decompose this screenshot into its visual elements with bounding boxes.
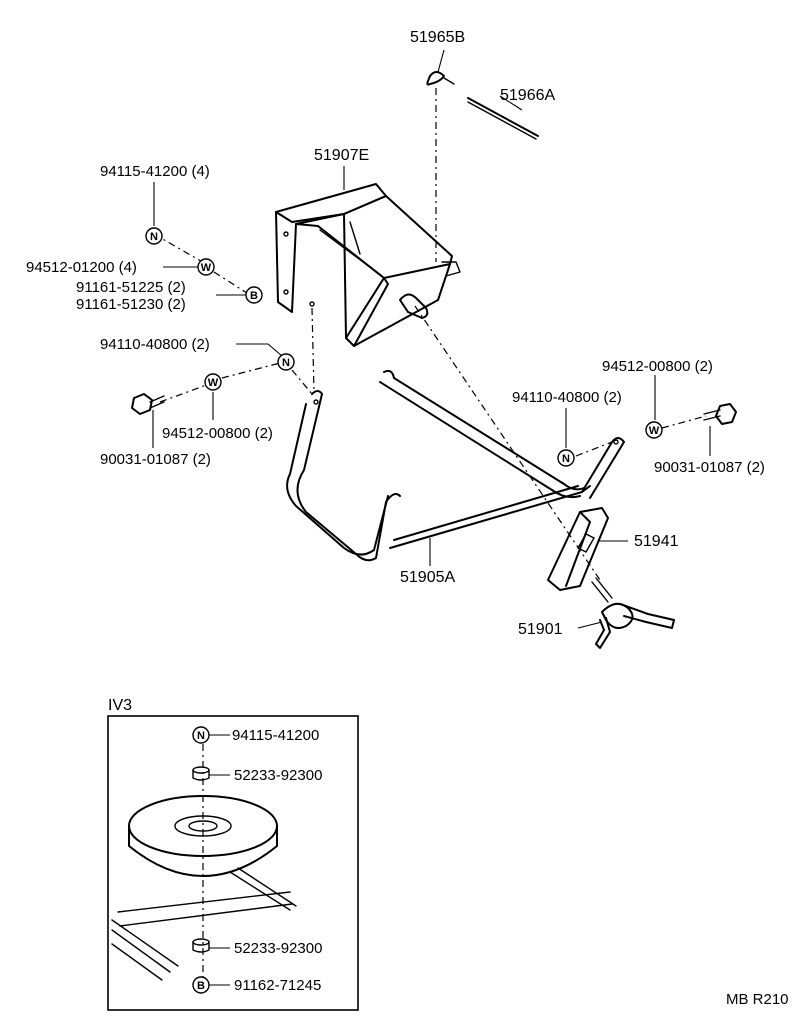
- nut-icon: N: [145, 227, 163, 245]
- washer-icon: W: [197, 258, 215, 276]
- inset-iv3: IV3 N: [107, 697, 359, 1011]
- spare-tire: [128, 795, 278, 877]
- leader-lines: [152, 49, 711, 629]
- inset-frame: [107, 715, 359, 1011]
- label-51966A: 51966A: [500, 87, 555, 104]
- fastener-symbols: N W B N W W N: [145, 227, 663, 467]
- label-94110-40800-left: 94110-40800 (2): [100, 336, 210, 353]
- cushion-bottom: [192, 938, 210, 953]
- label-94110-40800-right: 94110-40800 (2): [512, 389, 622, 406]
- label-94512-01200: 94512-01200 (4): [26, 259, 137, 276]
- inset-title: IV3: [108, 697, 132, 714]
- symbol-letter: W: [208, 377, 219, 389]
- washer-icon: W: [204, 373, 222, 391]
- footer-code: MB R210: [726, 991, 789, 1008]
- bracket-frame-51905A: [286, 369, 625, 562]
- nut-icon: N: [557, 449, 575, 467]
- symbol-letter: B: [250, 290, 258, 302]
- symbol-letter: W: [649, 425, 660, 437]
- label-94115-41200: 94115-41200 (4): [100, 163, 210, 180]
- symbol-letter: N: [562, 453, 570, 465]
- symbol-letter: W: [201, 262, 212, 274]
- label-51901: 51901: [518, 621, 563, 638]
- label-94115-41200-inset: 94115-41200: [232, 727, 319, 744]
- label-51907E: 51907E: [314, 147, 369, 164]
- rod-51966A: [467, 97, 539, 140]
- bolt-icon: B: [245, 286, 263, 304]
- assembly-centerlines: [153, 88, 707, 581]
- cushion-top: [192, 766, 210, 781]
- clip-51965B: [426, 71, 455, 86]
- label-52233-92300-top: 52233-92300: [234, 767, 322, 784]
- label-51965B: 51965B: [410, 29, 465, 46]
- label-51941: 51941: [634, 533, 679, 550]
- part-labels: 51965B 51966A 51907E 94115-41200 (4) 945…: [26, 29, 765, 638]
- label-91161-51230: 91161-51230 (2): [76, 296, 186, 313]
- carrier-box-51907E: [275, 183, 461, 347]
- label-90031-01087-right: 90031-01087 (2): [654, 459, 765, 476]
- nut-icon: N: [277, 353, 295, 371]
- symbol-letter: N: [282, 357, 290, 369]
- label-94512-00800-left: 94512-00800 (2): [162, 425, 273, 442]
- nut-icon: N: [192, 726, 210, 744]
- label-51905A: 51905A: [400, 569, 455, 586]
- label-91161-51225: 91161-51225 (2): [76, 279, 186, 296]
- label-91162-71245: 91162-71245: [234, 977, 321, 994]
- label-52233-92300-bottom: 52233-92300: [234, 940, 322, 957]
- label-90031-01087-left: 90031-01087 (2): [100, 451, 211, 468]
- lock-plate-51941: [547, 507, 609, 591]
- bolt-icon: B: [192, 976, 210, 994]
- symbol-letter: N: [197, 730, 205, 742]
- label-94512-00800-right: 94512-00800 (2): [602, 358, 713, 375]
- frame-rails: [111, 867, 297, 981]
- symbol-letter: B: [197, 980, 205, 992]
- bolt-90031-01087-right: [703, 403, 737, 425]
- bolt-90031-01087-left: [131, 393, 165, 415]
- symbol-letter: N: [150, 231, 158, 243]
- hanger-51901: [591, 577, 675, 649]
- washer-icon: W: [645, 421, 663, 439]
